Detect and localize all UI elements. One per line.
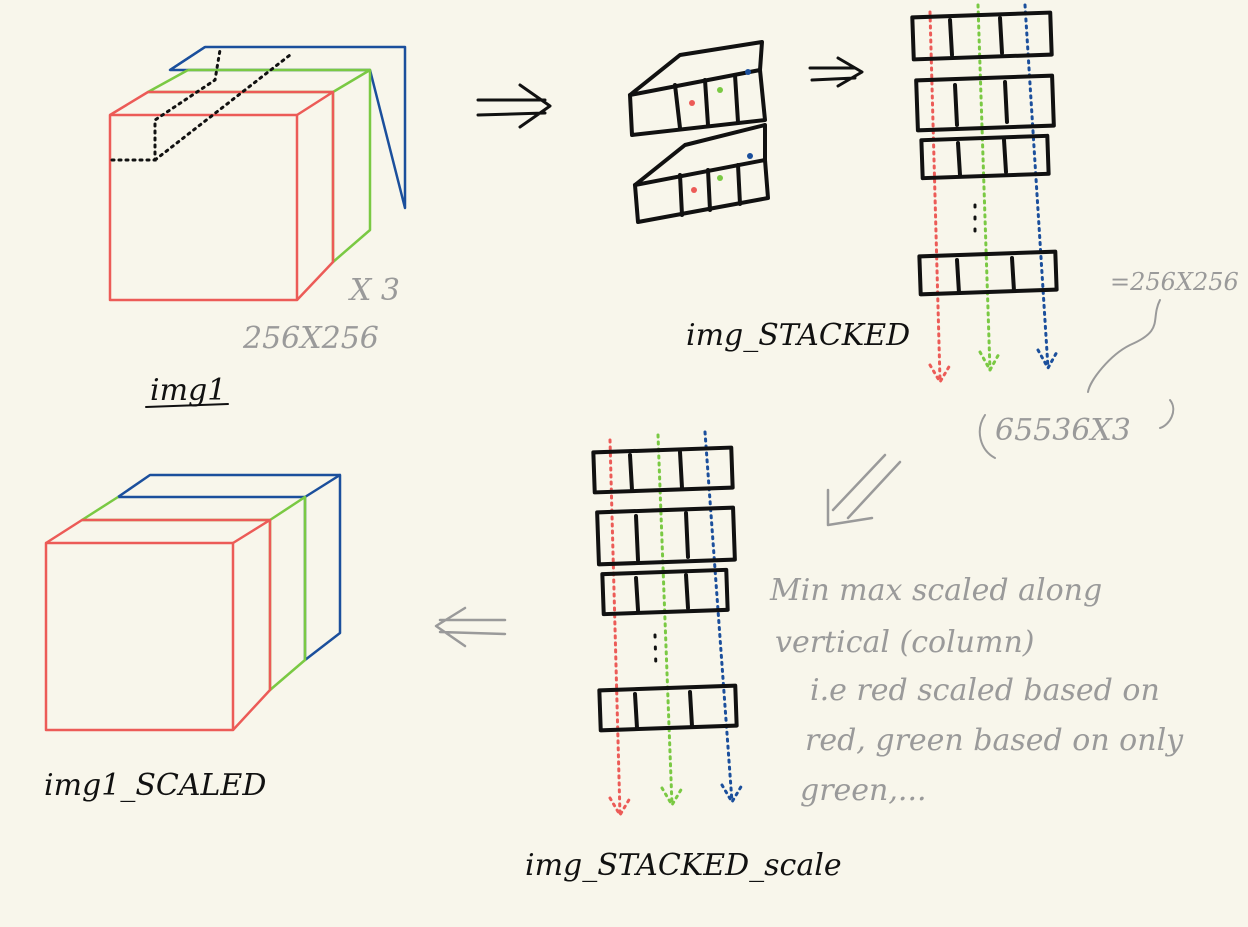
img1-channels-label: X 3 [348, 273, 400, 308]
blue-dot [745, 69, 751, 75]
green-channel-layer [268, 495, 307, 692]
stacked-dims-label: 65536X3 [995, 413, 1131, 448]
size-connector [1087, 299, 1161, 393]
blue-column-axis [703, 430, 734, 804]
stacked-row [919, 133, 1051, 181]
stacked-row [595, 505, 737, 567]
blue-column-axis [1023, 3, 1050, 370]
arrow-down-left [826, 453, 902, 527]
dims-brackets [978, 399, 1175, 459]
img-stacked-label: img_STACKED [686, 318, 910, 353]
green-column-axis [656, 433, 674, 807]
ellipsis [653, 633, 658, 672]
arrow-right-2 [808, 56, 864, 88]
red-channel-layer [108, 113, 299, 302]
note-line-5: green,... [800, 773, 927, 808]
img1-label: img1 [150, 373, 226, 408]
stacked-row [600, 567, 730, 617]
img1-underline [145, 403, 229, 408]
red-column-axis [608, 438, 622, 817]
blue-channel-layer [303, 473, 342, 662]
pixel-strip-2 [633, 123, 770, 224]
green-edge [147, 68, 189, 94]
stacked-row [914, 73, 1056, 133]
note-line-3: i.e red scaled based on [810, 673, 1160, 708]
note-line-2: vertical (column) [775, 625, 1034, 660]
pixel-column-outline [110, 48, 222, 162]
img-stacked-scale-label: img_STACKED_scale [525, 848, 842, 883]
red-side-edge [296, 92, 335, 301]
arrow-right-1 [476, 83, 552, 129]
note-line-1: Min max scaled along [769, 573, 1102, 608]
green-dot [717, 175, 723, 181]
img-stacked-table [910, 3, 1060, 385]
stacked-row [910, 10, 1054, 62]
stacked-row [591, 445, 735, 495]
arrow-left [434, 606, 507, 648]
blue-top-edge [117, 473, 340, 499]
pixel-column-outline-2 [153, 53, 292, 162]
red-dot [691, 187, 697, 193]
stacked-row [597, 683, 739, 733]
red-dot [689, 100, 695, 106]
stacked-row [917, 249, 1059, 297]
red-channel-layer [44, 541, 235, 732]
red-top-edge [109, 90, 335, 117]
blue-dot [747, 153, 753, 159]
green-dot [717, 87, 723, 93]
green-column-axis [976, 3, 992, 372]
blue-edge [169, 45, 206, 72]
red-side-edge [232, 520, 272, 731]
img1-scaled-cube [44, 473, 342, 732]
red-top-edge [45, 518, 272, 545]
pixel-strip-1 [628, 40, 767, 137]
img1-cube [108, 45, 407, 302]
stacked-size-label: =256X256 [1110, 268, 1239, 296]
img1-dims-label: 256X256 [242, 321, 379, 356]
img1-scaled-label: img1_SCALED [44, 768, 266, 803]
min-max-note: Min max scaled along vertical (column) i… [769, 573, 1184, 808]
img-stacked-scale-table [591, 430, 744, 818]
green-channel-layer [331, 68, 372, 264]
note-line-4: red, green based on only [805, 723, 1184, 758]
red-column-axis [928, 10, 942, 382]
